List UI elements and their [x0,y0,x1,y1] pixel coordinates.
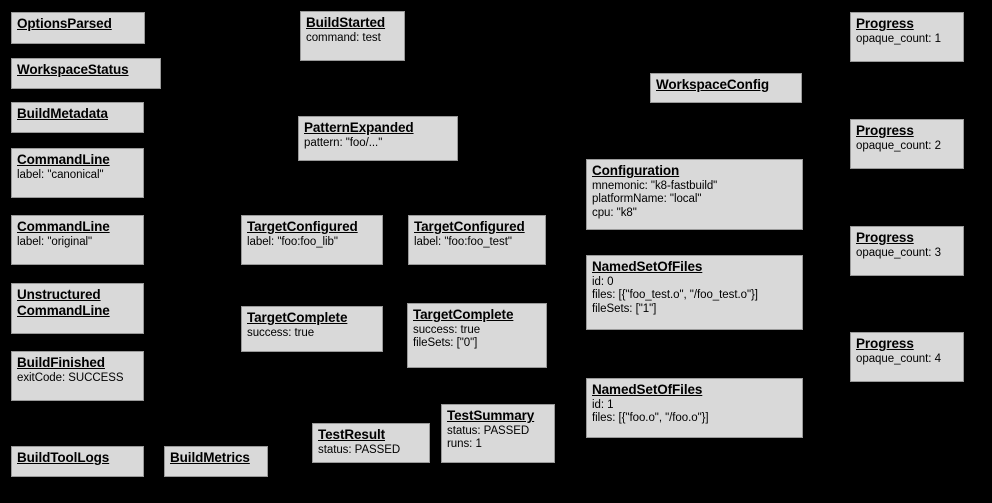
event-node-fields: label: "canonical" [17,169,138,183]
event-node-fields: command: test [306,32,399,46]
event-node-title: Progress [856,16,914,31]
event-node-field: success: true [413,323,481,336]
event-node-field: fileSets: ["0"] [413,337,478,350]
event-node-fields: label: "foo:foo_test" [414,236,540,250]
event-node[interactable]: Unstructured CommandLine [11,283,144,334]
event-node-field: opaque_count: 2 [856,139,941,152]
event-node-field: label: "original" [17,235,93,248]
event-node-title: TestResult [318,427,386,442]
event-node-field: exitCode: SUCCESS [17,371,124,384]
event-node-field: fileSets: ["1"] [592,303,657,316]
event-node-title: CommandLine [17,152,110,167]
event-node-fields: mnemonic: "k8-fastbuild"platformName: "l… [592,180,797,221]
event-node-title: TargetConfigured [247,219,358,234]
event-node-title: WorkspaceConfig [656,77,770,92]
event-node-fields: opaque_count: 4 [856,353,958,367]
event-node-title: TestSummary [447,408,535,423]
event-node-fields: label: "original" [17,236,138,250]
event-node-title: Progress [856,230,914,245]
event-node-title: WorkspaceStatus [17,62,129,77]
event-node-title: BuildToolLogs [17,450,110,465]
event-node-title: Unstructured CommandLine [17,287,110,318]
event-node-title: NamedSetOfFiles [592,382,703,397]
event-node-fields: pattern: "foo/..." [304,137,452,151]
event-node-title: BuildMetadata [17,106,108,121]
event-node-title: BuildMetrics [170,450,250,465]
event-node-title: PatternExpanded [304,120,414,135]
event-node-title: NamedSetOfFiles [592,259,703,274]
event-node-fields: status: PASSED [318,444,424,458]
event-node-field: opaque_count: 1 [856,32,941,45]
event-node-fields: opaque_count: 1 [856,33,958,47]
event-node-title: TargetConfigured [414,219,525,234]
event-node[interactable]: WorkspaceStatus [11,58,161,89]
event-node-title: Configuration [592,163,680,178]
event-node-fields: exitCode: SUCCESS [17,372,138,386]
event-node-field: status: PASSED [447,424,530,437]
event-node-title: OptionsParsed [17,16,112,31]
event-node-field: id: 1 [592,398,614,411]
event-node-title: BuildFinished [17,355,105,370]
event-node-field: files: [{"foo.o", "/foo.o"}] [592,412,709,425]
event-node-field: opaque_count: 4 [856,352,941,365]
event-node[interactable]: BuildMetadata [11,102,144,133]
event-node-title: TargetComplete [413,307,514,322]
event-node-field: label: "foo:foo_test" [414,235,512,248]
event-node-field: files: [{"foo_test.o", "/foo_test.o"}] [592,289,758,302]
event-node[interactable]: BuildToolLogs [11,446,144,477]
event-node-title: Progress [856,123,914,138]
event-node-fields: opaque_count: 2 [856,140,958,154]
event-node-field: id: 0 [592,275,614,288]
event-node-field: opaque_count: 3 [856,246,941,259]
event-node-field: label: "foo:foo_lib" [247,235,338,248]
event-node-field: success: true [247,326,315,339]
event-node-field: label: "canonical" [17,168,104,181]
event-node-fields: success: true [247,327,377,341]
event-node[interactable]: WorkspaceConfig [650,73,802,103]
event-node-title: Progress [856,336,914,351]
event-node-fields: opaque_count: 3 [856,247,958,261]
event-node[interactable]: OptionsParsed [11,12,145,44]
event-node-field: status: PASSED [318,443,401,456]
event-node-field: cpu: "k8" [592,207,637,220]
event-node-title: BuildStarted [306,15,386,30]
event-node-title: CommandLine [17,219,110,234]
event-node-fields: label: "foo:foo_lib" [247,236,377,250]
event-node[interactable]: BuildMetrics [164,446,268,477]
event-node-field: runs: 1 [447,438,482,451]
event-node-title: TargetComplete [247,310,348,325]
event-node-field: mnemonic: "k8-fastbuild" [592,179,718,192]
event-node-field: pattern: "foo/..." [304,136,383,149]
event-node-field: platformName: "local" [592,193,702,206]
event-node-field: command: test [306,31,381,44]
